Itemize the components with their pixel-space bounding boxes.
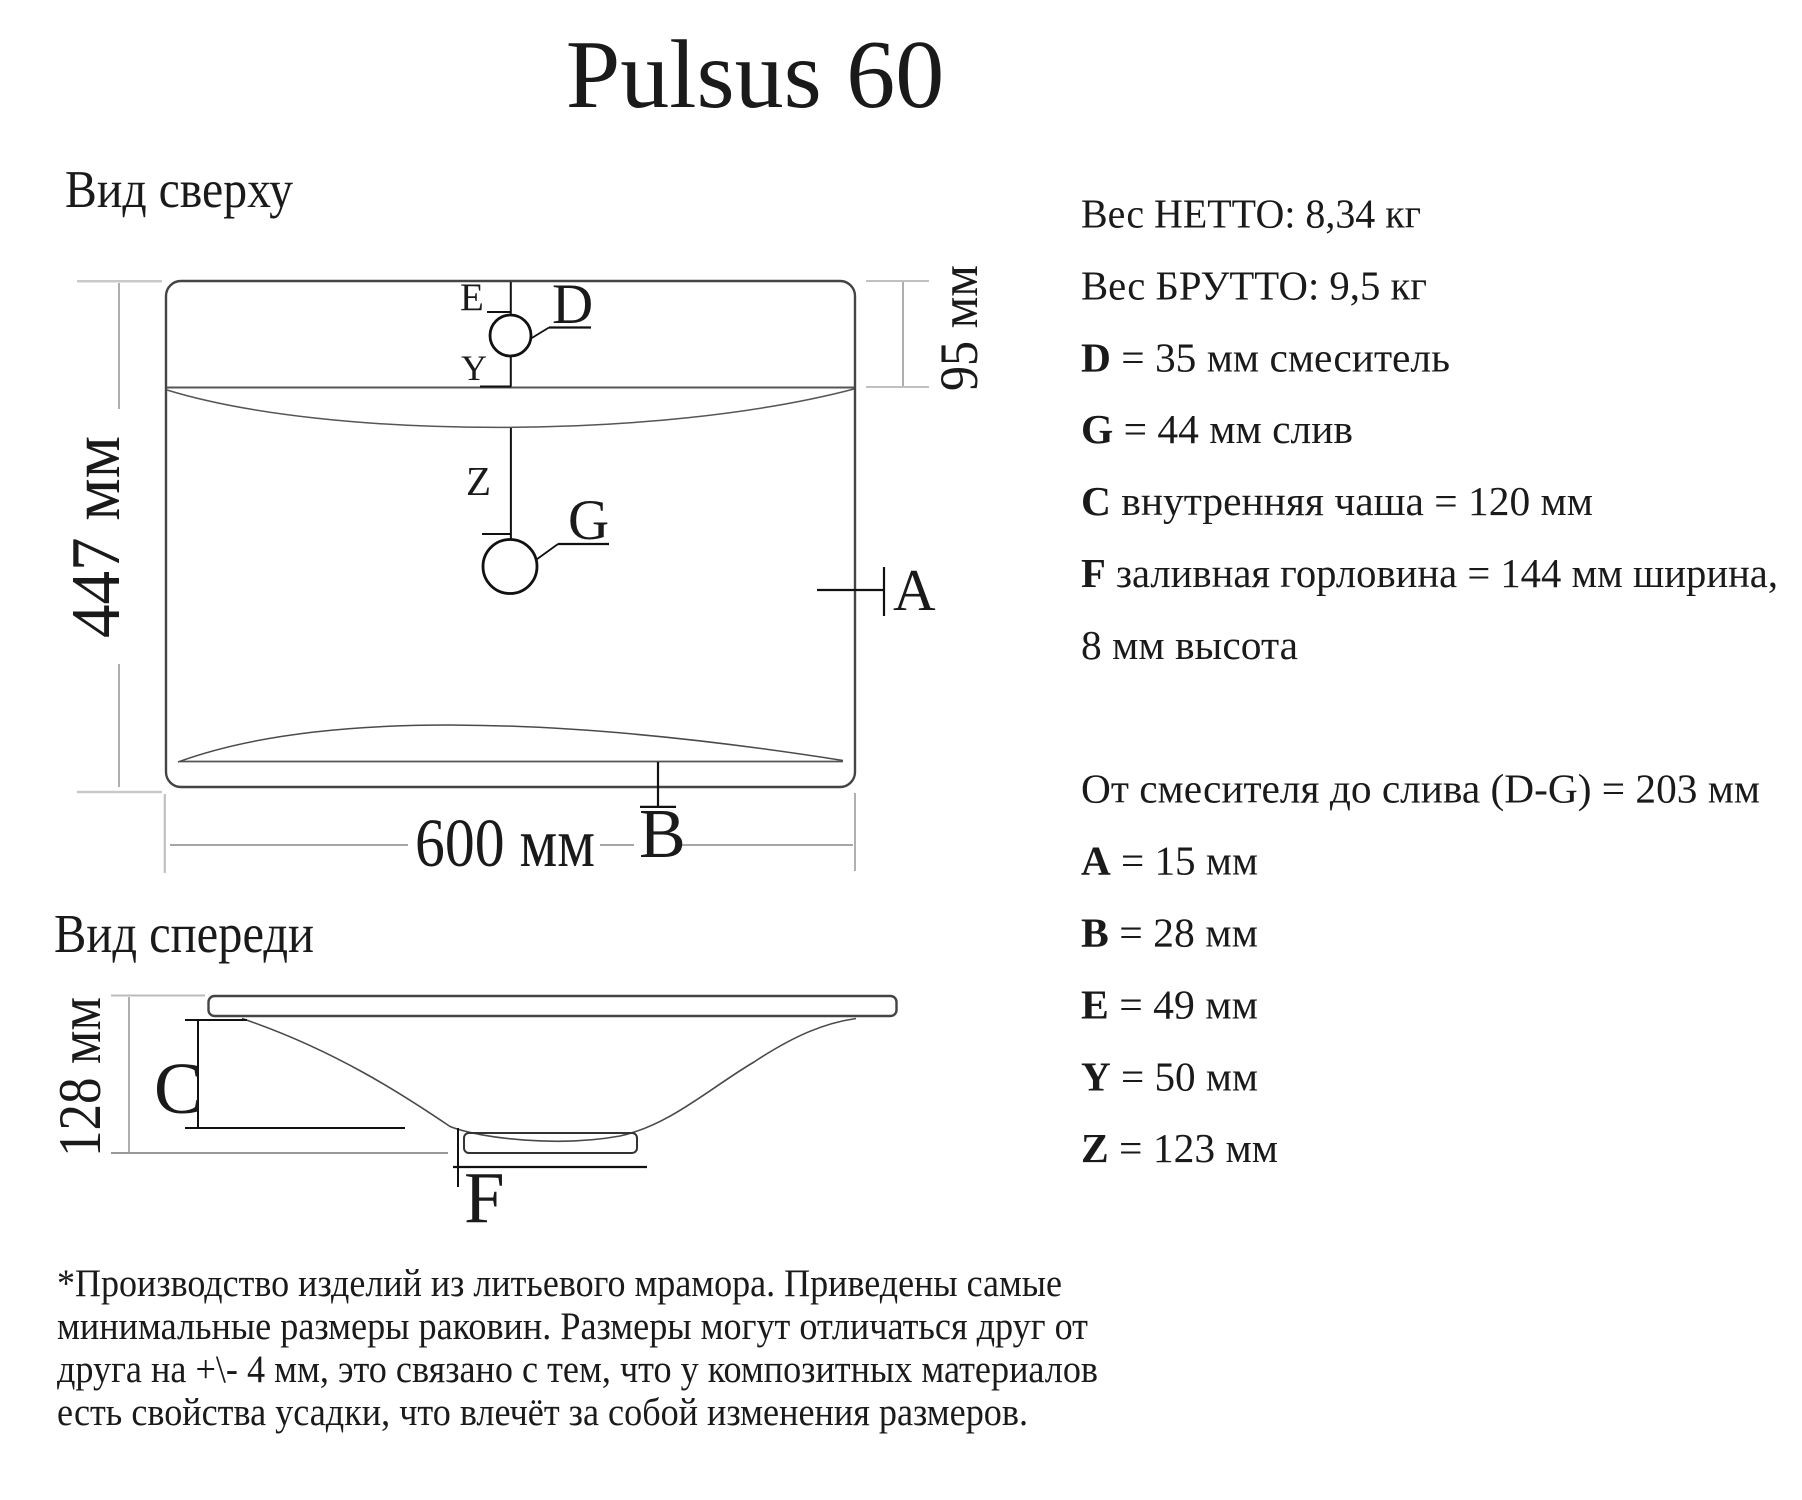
svg-text:447 мм: 447 мм [58,436,135,638]
svg-text:E = 49 мм: E = 49 мм [1081,981,1258,1027]
svg-text:D = 35 мм смеситель: D = 35 мм смеситель [1081,334,1450,380]
svg-text:E: E [460,276,484,319]
svg-text:F заливная горловина = 144 мм: F заливная горловина = 144 мм ширина, [1081,550,1778,596]
svg-text:Z: Z [466,458,491,504]
svg-text:C: C [154,1048,203,1129]
svg-text:есть свойства усадки, что влеч: есть свойства усадки, что влечёт за собо… [57,1391,1028,1434]
svg-text:G: G [568,489,609,552]
svg-text:G = 44 мм слив: G = 44 мм слив [1081,406,1353,452]
svg-text:95 мм: 95 мм [929,265,989,391]
svg-text:8 мм высота: 8 мм высота [1081,622,1298,668]
svg-text:A = 15 мм: A = 15 мм [1081,838,1258,884]
svg-text:B: B [639,796,686,873]
svg-text:минимальные размеры раковин. Р: минимальные размеры раковин. Размеры мог… [57,1305,1088,1348]
svg-text:Y = 50 мм: Y = 50 мм [1081,1053,1258,1099]
svg-text:Z = 123 мм: Z = 123 мм [1081,1125,1278,1171]
svg-text:Вес НЕТТО: 8,34 кг: Вес НЕТТО: 8,34 кг [1081,191,1421,237]
svg-text:128 мм: 128 мм [47,997,113,1157]
svg-text:D: D [552,273,593,336]
svg-text:B = 28 мм: B = 28 мм [1081,910,1258,956]
svg-text:От смесителя до слива (D-G) =: От смесителя до слива (D-G) = 203 мм [1081,766,1760,812]
svg-text:Вид сверху: Вид сверху [65,161,293,219]
svg-text:*Производство изделий из литье: *Производство изделий из литьевого мрамо… [57,1262,1062,1305]
svg-text:Pulsus 60: Pulsus 60 [566,21,945,129]
svg-text:Y: Y [461,348,487,388]
svg-text:C внутренняя чаша = 120 мм: C внутренняя чаша = 120 мм [1081,478,1593,524]
svg-text:Вес БРУТТО: 9,5 кг: Вес БРУТТО: 9,5 кг [1081,262,1427,308]
svg-text:F: F [464,1157,505,1238]
svg-text:A: A [893,557,936,623]
svg-text:600 мм: 600 мм [415,805,595,881]
svg-text:друга на +\- 4 мм, это связано: друга на +\- 4 мм, это связано с тем, чт… [57,1348,1098,1391]
svg-text:Вид спереди: Вид спереди [54,903,314,964]
